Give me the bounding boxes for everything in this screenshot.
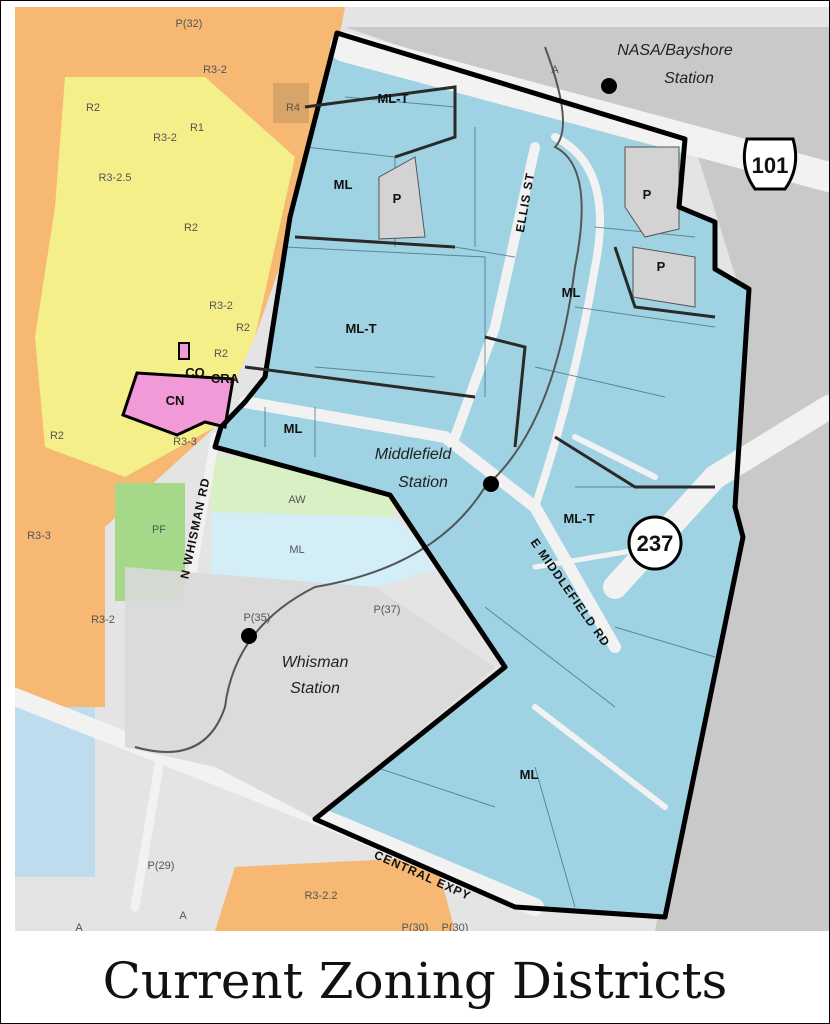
middlefield-station-dot bbox=[483, 476, 499, 492]
zone-label-ml-t-center: ML-T bbox=[345, 321, 376, 336]
zone-label-p-east-2: P bbox=[657, 259, 666, 274]
southwest-blue-area bbox=[15, 707, 95, 877]
label-r3-2-b: R3-2 bbox=[153, 132, 177, 144]
map-caption: Current Zoning Districts bbox=[102, 952, 728, 1010]
nasa-bayshore-station-dot bbox=[601, 78, 617, 94]
label-r2-c: R2 bbox=[236, 322, 250, 334]
nasa-station-label-line2: Station bbox=[664, 70, 714, 87]
zone-label-ml-north: ML bbox=[334, 177, 353, 192]
label-ml-outside: ML bbox=[289, 544, 304, 556]
zone-label-ml-t-east: ML-T bbox=[563, 511, 594, 526]
zone-label-co: CO bbox=[185, 365, 205, 380]
label-a1: A bbox=[551, 64, 559, 76]
us101-label: 101 bbox=[752, 153, 789, 178]
sr237-label: 237 bbox=[637, 531, 674, 556]
zone-label-ml-center: ML bbox=[562, 285, 581, 300]
label-p37: P(37) bbox=[374, 604, 401, 616]
whisman-station-dot bbox=[241, 628, 257, 644]
district-boundaries bbox=[244, 85, 716, 489]
p-parcel-east-2 bbox=[632, 246, 696, 308]
co-parcel bbox=[178, 342, 190, 360]
zone-label-p-north: P bbox=[393, 191, 402, 206]
label-r3-2-a: R3-2 bbox=[203, 64, 227, 76]
zone-label-ml-south: ML bbox=[520, 767, 539, 782]
p-parcel-north bbox=[378, 156, 426, 240]
us101-shield: 101 bbox=[742, 137, 798, 191]
label-p30a: P(30) bbox=[402, 922, 429, 931]
whisman-campus-area bbox=[125, 567, 495, 819]
label-r3-2-2: R3-2.2 bbox=[304, 890, 337, 902]
label-p29: P(29) bbox=[148, 860, 175, 872]
whisman-station-label-line1: Whisman bbox=[282, 654, 349, 671]
label-r3-2-d: R3-2 bbox=[91, 614, 115, 626]
whisman-station-label-line2: Station bbox=[290, 680, 340, 697]
residential-r2-area bbox=[35, 77, 295, 477]
zone-label-cra: CRA bbox=[211, 371, 240, 386]
middlefield-station-label-line1: Middlefield bbox=[375, 446, 453, 463]
label-pf: PF bbox=[152, 524, 166, 536]
middlefield-station-label-line2: Station bbox=[398, 474, 448, 491]
zone-label-cn: CN bbox=[166, 393, 185, 408]
label-r3-2-c: R3-2 bbox=[209, 300, 233, 312]
study-area-boundary bbox=[212, 30, 752, 920]
label-aw: AW bbox=[288, 494, 306, 506]
nasa-station-label-line1: NASA/Bayshore bbox=[617, 42, 733, 59]
label-r3-3-b: R3-3 bbox=[27, 530, 51, 542]
label-p32: P(32) bbox=[176, 18, 203, 30]
zoning-map: 101 237 ML-T ML P P P ML ML-T ML ML-T ML… bbox=[15, 7, 829, 931]
r4-parcel bbox=[273, 83, 309, 123]
label-r3-3-a: R3-3 bbox=[173, 436, 197, 448]
label-a3: A bbox=[75, 922, 83, 931]
label-r2-b: R2 bbox=[184, 222, 198, 234]
label-r2-a: R2 bbox=[86, 102, 100, 114]
zone-label-ml-west: ML bbox=[284, 421, 303, 436]
zone-label-ml-t-north: ML-T bbox=[377, 91, 408, 106]
label-r2-d: R2 bbox=[214, 348, 228, 360]
label-r1: R1 bbox=[190, 122, 204, 134]
p-parcel-east-1 bbox=[624, 146, 680, 238]
label-r2-e: R2 bbox=[50, 430, 64, 442]
zone-label-p-east-1: P bbox=[643, 187, 652, 202]
sr237-shield: 237 bbox=[627, 515, 683, 571]
label-r3-2-5: R3-2.5 bbox=[98, 172, 131, 184]
label-p35: P(35) bbox=[244, 612, 271, 624]
label-p30b: P(30) bbox=[442, 922, 469, 931]
label-r4: R4 bbox=[286, 102, 300, 114]
residential-south-area bbox=[215, 857, 455, 931]
study-area-ml bbox=[215, 33, 749, 917]
cn-parcel bbox=[121, 371, 235, 437]
label-a2: A bbox=[179, 910, 187, 922]
